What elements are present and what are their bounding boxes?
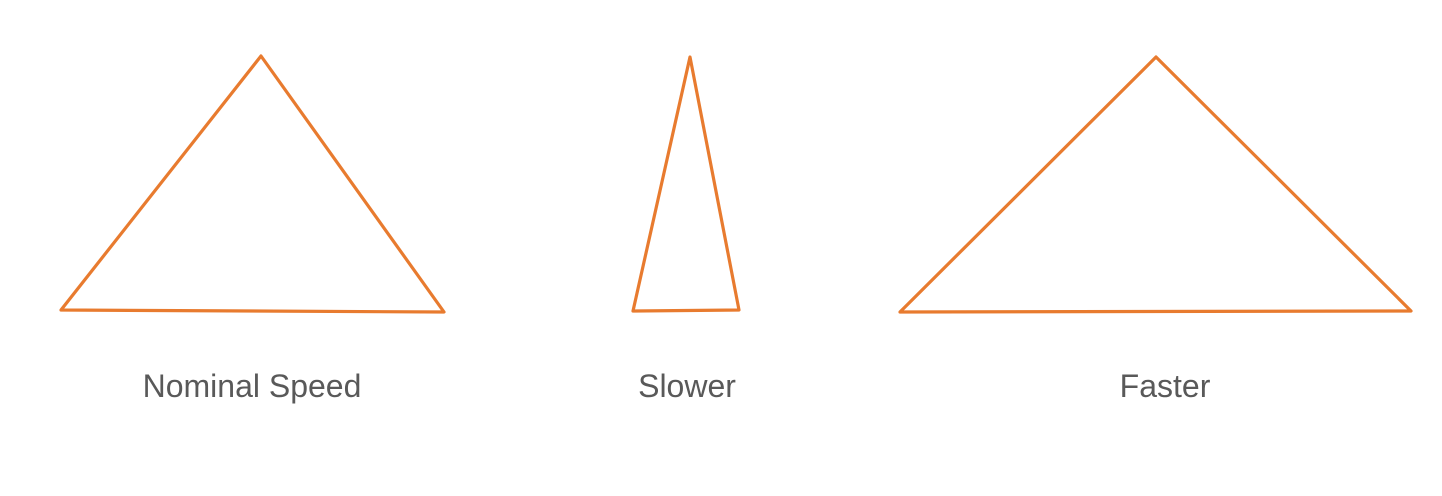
slower-label: Slower	[638, 368, 736, 404]
nominal-speed-triangle	[59, 54, 446, 314]
nominal-speed-label: Nominal Speed	[142, 368, 362, 404]
slower-triangle	[631, 55, 741, 313]
faster-label: Faster	[1119, 368, 1211, 404]
faster-triangle	[898, 55, 1413, 314]
